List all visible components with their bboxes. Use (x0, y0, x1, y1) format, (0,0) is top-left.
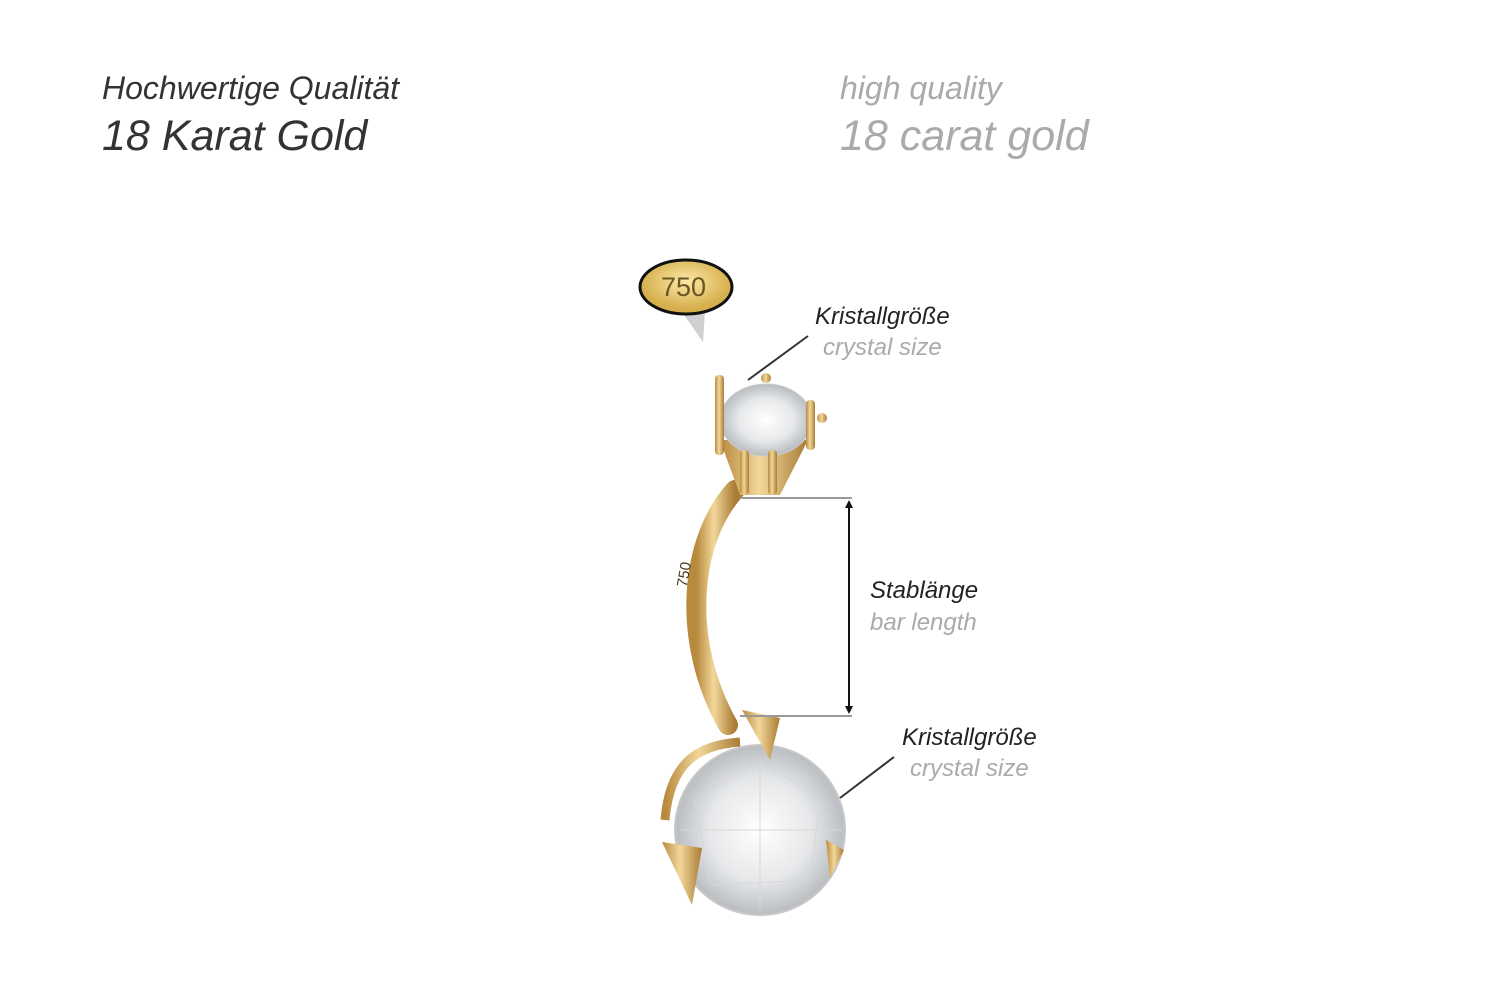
bar-length-label-de: Stablänge (870, 577, 979, 604)
heading-en-gold: 18 carat gold (840, 112, 1089, 160)
bar-length-label-en: bar length (870, 609, 977, 636)
top-crystal-label-en: crystal size (823, 334, 942, 361)
heading-de-gold: 18 Karat Gold (102, 112, 368, 160)
top-crystal-leader (747, 335, 809, 381)
top-crystal-label-de: Kristallgröße (815, 303, 950, 330)
gold-750-badge (638, 258, 734, 342)
bar-length-dimension (740, 497, 853, 717)
curved-bar (686, 480, 745, 735)
badge-text: 750 (661, 272, 707, 302)
heading-de-quality: Hochwertige Qualität (102, 70, 400, 106)
bottom-crystal-label-de: Kristallgröße (902, 724, 1037, 751)
bottom-crystal-label-en: crystal size (910, 755, 1029, 782)
bottom-crystal (660, 710, 846, 916)
bottom-crystal-leader (839, 756, 895, 799)
top-crystal (715, 373, 827, 495)
heading-en-quality: high quality (840, 70, 1002, 106)
